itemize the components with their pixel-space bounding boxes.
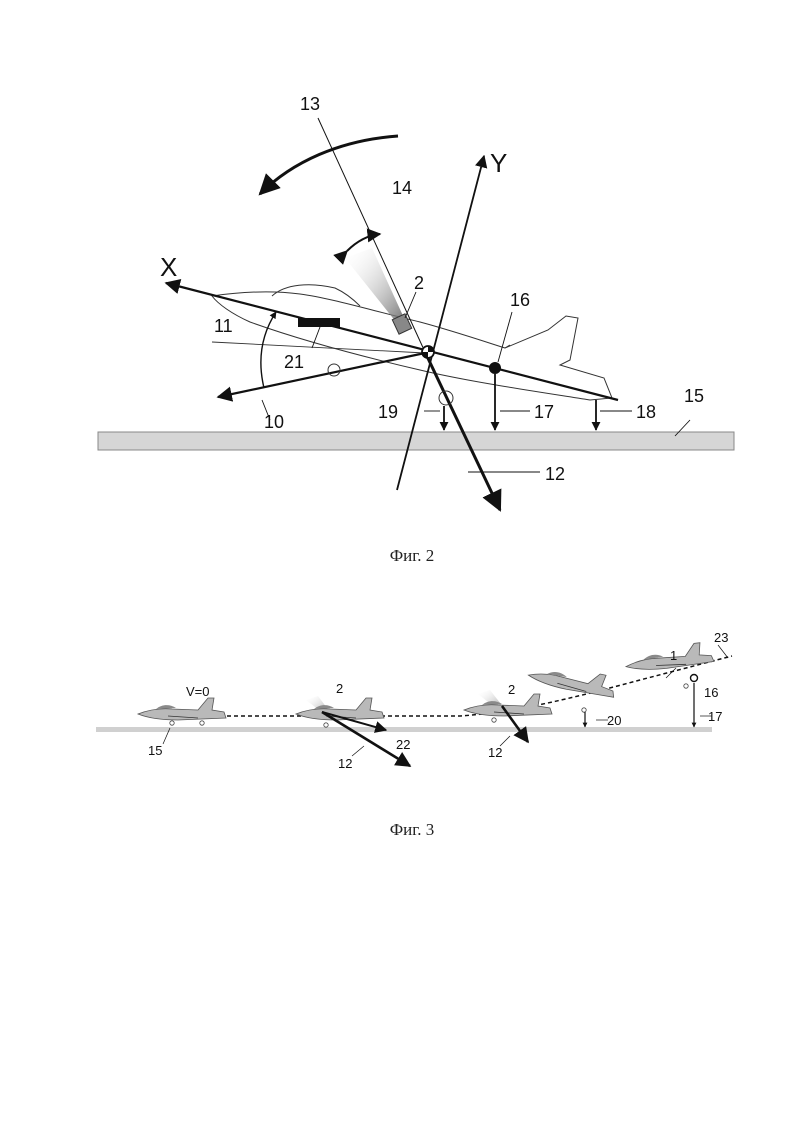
label-12: 12 <box>545 464 565 484</box>
angle-arc <box>260 311 277 389</box>
nozzle-2 <box>391 313 413 335</box>
line-13 <box>317 117 426 353</box>
vector-12 <box>423 351 502 512</box>
label-15: 15 <box>684 386 704 406</box>
arrow-13 <box>258 134 399 196</box>
label-20: 20 <box>607 713 621 728</box>
label-11: 11 <box>214 316 233 336</box>
label-22: 22 <box>396 737 410 752</box>
label-18: 18 <box>636 402 656 422</box>
figure-2-caption: Фиг. 2 <box>389 546 435 565</box>
label-12a: 12 <box>338 756 352 771</box>
leader-lines <box>261 291 691 473</box>
label-12b: 12 <box>488 745 502 760</box>
figure-3-diagram: V=0 2 2 1 23 16 20 17 15 22 12 12 <box>96 630 733 771</box>
label-v0: V=0 <box>186 684 210 699</box>
arrow-14 <box>333 228 382 265</box>
aircraft-rotating <box>526 658 619 700</box>
axis-x-label: X <box>160 252 177 282</box>
label-17-f3: 17 <box>708 709 722 724</box>
label-19: 19 <box>378 402 398 422</box>
aircraft-stationary <box>137 697 227 721</box>
label-16: 16 <box>510 290 530 310</box>
axis-y <box>396 154 488 491</box>
leader-lines-3 <box>162 644 729 757</box>
point-16 <box>489 362 501 374</box>
line-11 <box>211 341 426 354</box>
figure-2-diagram: X Y 13 14 2 16 11 21 10 19 17 18 15 12 <box>97 94 735 512</box>
aircraft-outline <box>211 284 613 401</box>
label-10: 10 <box>264 412 284 432</box>
vector-22 <box>321 711 388 733</box>
thrust-plume <box>345 248 404 322</box>
wheel-main <box>438 390 454 406</box>
center-of-mass <box>421 345 435 359</box>
vector-12-a <box>321 710 412 768</box>
wheel-front <box>327 363 341 377</box>
label-16-f3: 16 <box>704 685 718 700</box>
label-15-f3: 15 <box>148 743 162 758</box>
figure-3-caption: Фиг. 3 <box>389 820 435 839</box>
vector-12-b <box>500 705 530 744</box>
point-16-f3 <box>689 673 699 683</box>
label-2a: 2 <box>336 681 343 696</box>
label-13: 13 <box>300 94 320 114</box>
label-2b: 2 <box>508 682 515 697</box>
label-14: 14 <box>392 178 412 198</box>
axis-y-label: Y <box>490 148 507 178</box>
label-21: 21 <box>284 352 304 372</box>
trajectory-23 <box>150 655 733 717</box>
label-17: 17 <box>534 402 554 422</box>
label-1: 1 <box>670 648 677 663</box>
ground-strip <box>97 431 735 451</box>
ground-strip-3 <box>96 727 712 732</box>
wheel-markers <box>169 683 689 728</box>
axis-x <box>164 279 619 402</box>
label-2: 2 <box>414 273 424 293</box>
label-23: 23 <box>714 630 728 645</box>
vector-10 <box>216 351 426 402</box>
